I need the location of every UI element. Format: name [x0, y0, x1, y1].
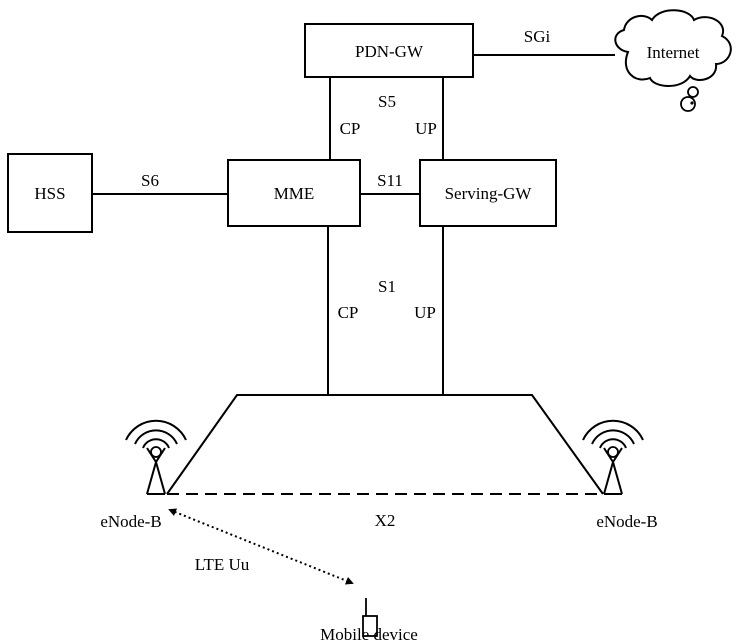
hss-label: HSS: [34, 184, 65, 203]
lte-uu-label: LTE Uu: [195, 555, 250, 574]
enodeb-right-label: eNode-B: [596, 512, 657, 531]
e-utran-trapezoid: [166, 394, 604, 495]
enodeb-right-antenna-icon: [582, 419, 644, 495]
pdn-gw-label: PDN-GW: [355, 42, 424, 61]
x2-label: X2: [375, 511, 396, 530]
s1-cp-label: CP: [338, 303, 359, 322]
s11-label: S11: [377, 171, 403, 190]
internet-cloud-icon: [614, 9, 732, 112]
mobile-device-label: Mobile device: [320, 625, 418, 643]
mme-label: MME: [274, 184, 315, 203]
mme-box: [227, 159, 361, 227]
s1-up-label: UP: [414, 303, 436, 322]
s5-cp-label: CP: [340, 119, 361, 138]
s1-label: S1: [378, 277, 396, 296]
hss-box: [7, 153, 93, 233]
s6-label: S6: [141, 171, 159, 190]
enodeb-left-antenna-icon: [125, 419, 187, 495]
sgi-label: SGi: [524, 27, 551, 46]
s5-up-label: UP: [415, 119, 437, 138]
pdn-gw-box: [304, 23, 474, 78]
mobile-device-icon: [362, 598, 378, 637]
serving-gw-box: [419, 159, 557, 227]
serving-gw-label: Serving-GW: [445, 184, 533, 203]
s5-label: S5: [378, 92, 396, 111]
enodeb-left-label: eNode-B: [100, 512, 161, 531]
internet-label: Internet: [647, 43, 700, 62]
